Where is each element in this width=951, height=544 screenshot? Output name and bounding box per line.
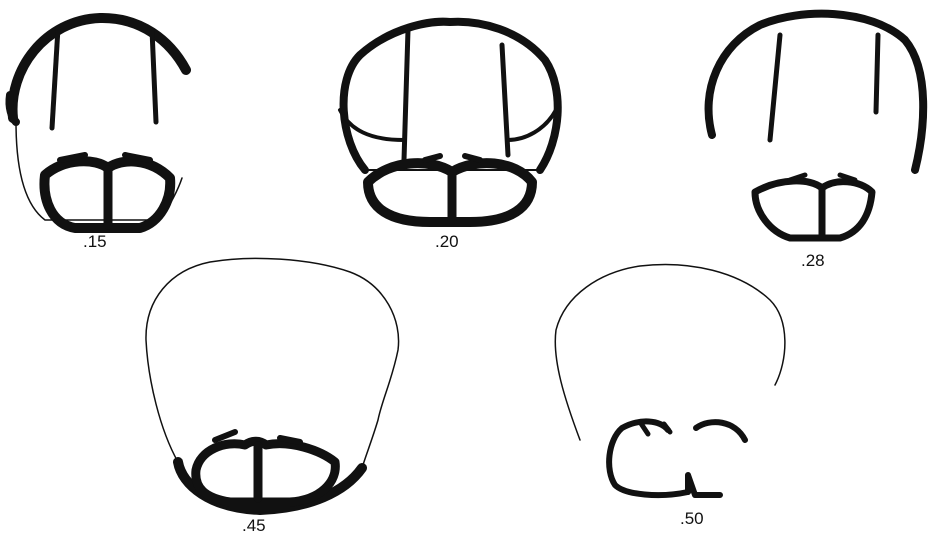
- ventral-chambers: [196, 441, 336, 502]
- outer-wall: [146, 258, 399, 468]
- ventral-chambers: [755, 181, 872, 238]
- cross-section-020: .20: [340, 22, 558, 251]
- section-label-015: .15: [83, 232, 107, 251]
- dorsal-wall: [13, 18, 186, 118]
- section-label-045: .45: [242, 516, 266, 535]
- septum-left: [52, 28, 58, 128]
- septum-right: [876, 35, 878, 112]
- section-label-050: .50: [680, 509, 704, 528]
- section-label-028: .28: [801, 251, 825, 270]
- cross-section-015: .15: [9, 18, 186, 251]
- cross-section-045: .45: [146, 258, 399, 535]
- septum-right: [152, 30, 156, 122]
- ventral-chamber-right: [696, 422, 745, 440]
- section-label-020: .20: [435, 232, 459, 251]
- cross-section-028: .28: [709, 14, 924, 270]
- cross-section-050: .50: [555, 264, 785, 528]
- dorsal-wall: [709, 14, 924, 170]
- outer-wall: [344, 22, 558, 170]
- septum-left: [770, 35, 780, 140]
- outer-wall: [555, 264, 785, 440]
